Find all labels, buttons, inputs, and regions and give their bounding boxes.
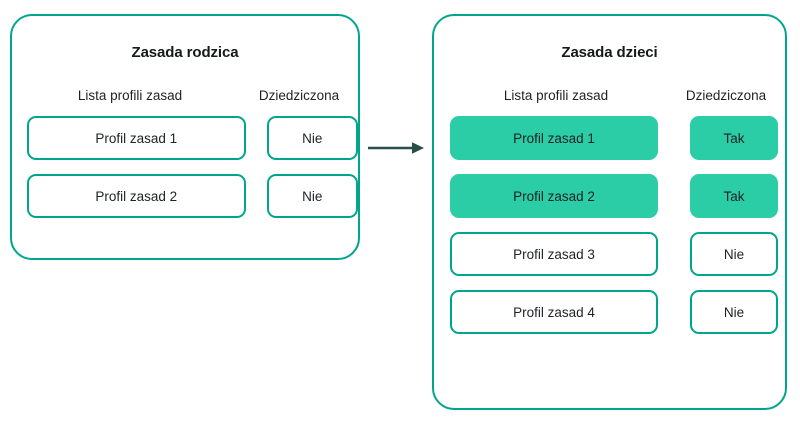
child-policy-profile-2[interactable]: Profil zasad 2 [450, 174, 658, 218]
child-policy-panel: Zasada dzieci Lista profili zasad Dziedz… [432, 14, 787, 410]
child-policy-profile-1[interactable]: Profil zasad 1 [450, 116, 658, 160]
parent-policy-panel: Zasada rodzica Lista profili zasad Dzied… [10, 14, 360, 260]
table-row: Profil zasad 3 Nie [434, 232, 785, 276]
parent-column-header-name: Lista profili zasad [77, 88, 183, 103]
child-policy-profile-3[interactable]: Profil zasad 3 [450, 232, 658, 276]
parent-policy-profile-2[interactable]: Profil zasad 2 [27, 174, 246, 218]
parent-rows-list: Profil zasad 1 Nie Profil zasad 2 Nie [12, 116, 358, 232]
child-inherited-badge-1[interactable]: Tak [690, 116, 778, 160]
parent-column-header-inherited: Dziedziczona [258, 88, 340, 103]
child-rows-list: Profil zasad 1 Tak Profil zasad 2 Tak Pr… [434, 116, 785, 348]
table-row: Profil zasad 2 Tak [434, 174, 785, 218]
child-column-header-inherited: Dziedziczona [685, 88, 767, 103]
child-policy-profile-4[interactable]: Profil zasad 4 [450, 290, 658, 334]
parent-inherited-badge-2[interactable]: Nie [266, 174, 358, 218]
parent-column-headers: Lista profili zasad Dziedziczona [12, 88, 358, 103]
table-row: Profil zasad 1 Nie [12, 116, 358, 160]
child-inherited-badge-3[interactable]: Nie [690, 232, 778, 276]
table-row: Profil zasad 2 Nie [12, 174, 358, 218]
child-inherited-badge-2[interactable]: Tak [690, 174, 778, 218]
parent-panel-title: Zasada rodzica [131, 44, 239, 61]
child-column-headers: Lista profili zasad Dziedziczona [434, 88, 785, 103]
child-column-header-name: Lista profili zasad [503, 88, 609, 103]
table-row: Profil zasad 1 Tak [434, 116, 785, 160]
parent-policy-profile-1[interactable]: Profil zasad 1 [27, 116, 246, 160]
table-row: Profil zasad 4 Nie [434, 290, 785, 334]
parent-inherited-badge-1[interactable]: Nie [266, 116, 358, 160]
child-panel-title: Zasada dzieci [561, 44, 658, 61]
child-inherited-badge-4[interactable]: Nie [690, 290, 778, 334]
arrow-right-icon [368, 142, 424, 154]
